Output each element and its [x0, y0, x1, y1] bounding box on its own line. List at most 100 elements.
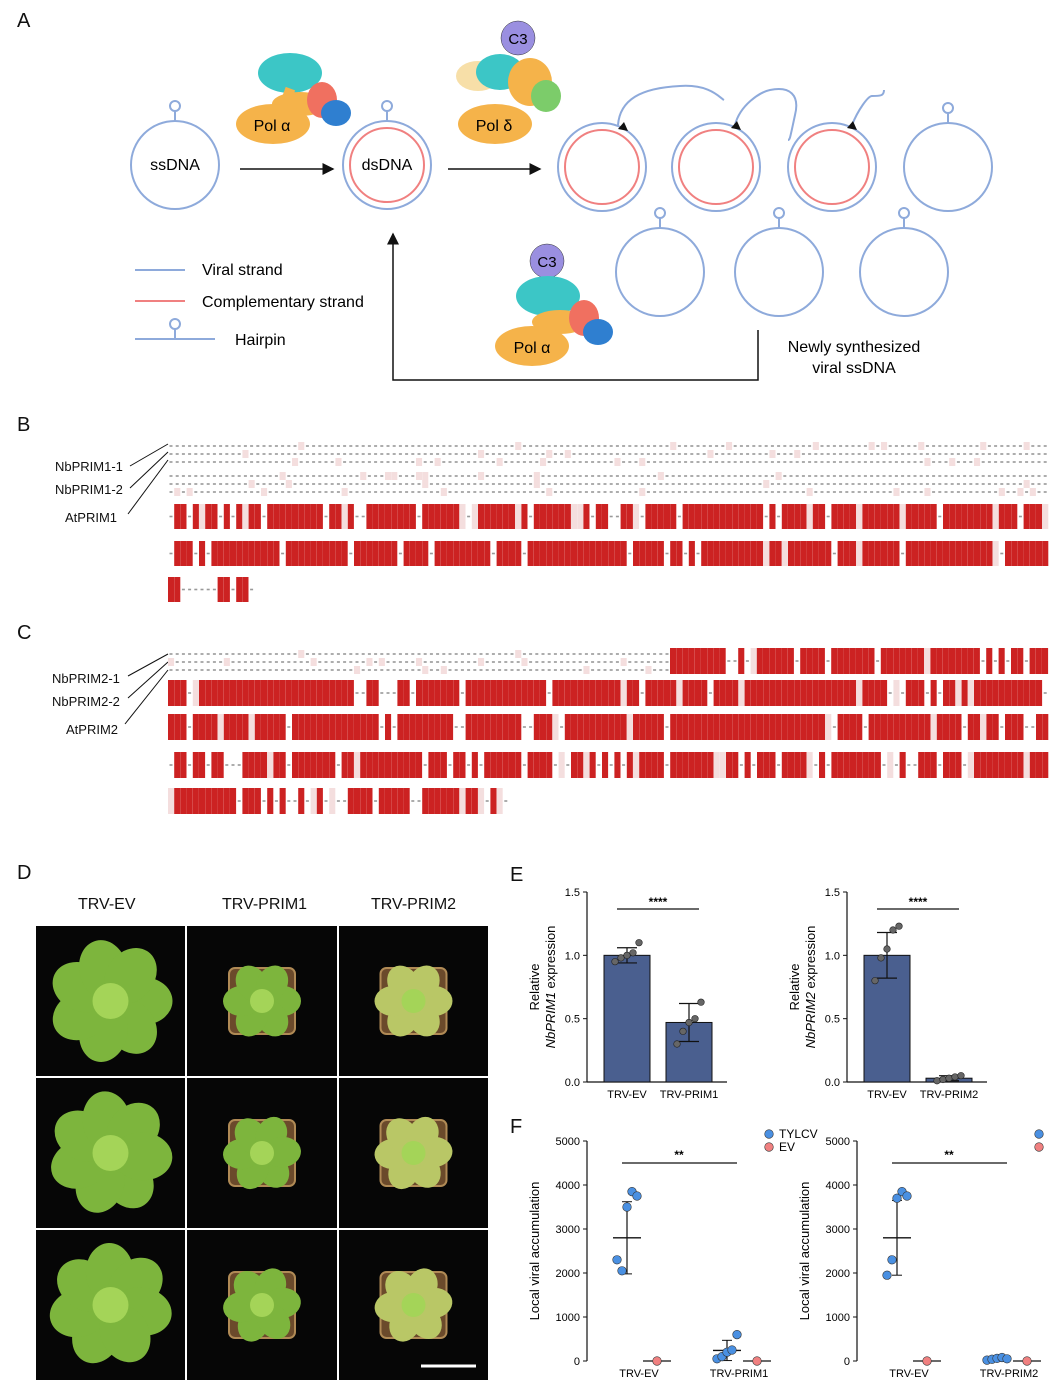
panel-label-f: F [510, 1116, 523, 1138]
panel-label-d: D [17, 862, 32, 884]
y-axis-label: Local viral accumulation [797, 1182, 812, 1321]
legend-hairpin: Hairpin [235, 332, 286, 349]
data-point [727, 1345, 737, 1355]
data-point [623, 951, 631, 959]
seq-name-c-1: NbPRIM2-1 [52, 671, 120, 686]
return-arrow [387, 232, 759, 381]
panel-label-e: E [510, 864, 524, 886]
category-label: TRV-PRIM1 [660, 1089, 718, 1101]
significance-label: **** [909, 895, 928, 909]
y-axis-label: Relative [787, 964, 802, 1011]
data-point [697, 998, 705, 1006]
category-label: TRV-PRIM2 [920, 1089, 978, 1101]
panel-label-b: B [17, 414, 31, 436]
legend-viral: Viral strand [202, 262, 283, 279]
panel-label-c: C [17, 622, 32, 644]
data-point [902, 1191, 912, 1201]
ytick-label: 5000 [826, 1136, 850, 1148]
ytick-label: 1.5 [825, 887, 840, 899]
data-point [622, 1202, 632, 1212]
c3-label-2: C3 [537, 254, 556, 271]
seq-name-c-2: NbPRIM2-2 [52, 694, 120, 709]
data-point [691, 1015, 699, 1023]
col-label-prim1: TRV-PRIM1 [222, 896, 308, 913]
seq-name-b-3: AtPRIM1 [65, 510, 118, 525]
bar [603, 954, 651, 1083]
ytick-label: 5000 [556, 1136, 580, 1148]
ytick-label: 2000 [556, 1268, 580, 1280]
ytick-label: 3000 [556, 1224, 580, 1236]
ytick-label: 0 [844, 1356, 850, 1368]
legend-marker [764, 1142, 774, 1152]
legend-label: EV [779, 1140, 795, 1154]
pol-delta-label: Pol δ [476, 118, 513, 135]
legend-complementary: Complementary strand [202, 294, 364, 311]
data-point [951, 1073, 959, 1081]
schematic-legend: Viral strand Complementary strand Hairpi… [135, 262, 364, 349]
ytick-label: 4000 [556, 1180, 580, 1192]
ytick-label: 1000 [826, 1312, 850, 1324]
pol-alpha-label-2: Pol α [514, 340, 551, 357]
panel-label-a: A [17, 10, 31, 32]
data-point [883, 945, 891, 953]
data-point [892, 1193, 902, 1203]
alignment-prim1 [127, 442, 1049, 602]
ssdna-circle: ssDNA [130, 100, 220, 210]
data-point [1022, 1356, 1032, 1366]
significance-label: **** [649, 895, 668, 909]
c3-label-1: C3 [508, 31, 527, 48]
category-label: TRV-EV [889, 1368, 929, 1380]
data-point [629, 949, 637, 957]
ytick-label: 1.0 [825, 950, 840, 962]
significance-label: ** [674, 1148, 684, 1162]
significance-label: ** [944, 1148, 954, 1162]
replication-schematic: ssDNA Pol α dsDNA C3 Pol δ [130, 20, 993, 381]
plant-photo-grid [36, 926, 488, 1382]
newly-line-2: viral ssDNA [812, 360, 896, 377]
y-axis-label-2: NbPRIM2 expression [803, 926, 818, 1049]
legend-label: TYLCV [779, 1127, 818, 1141]
seq-name-b-2: NbPRIM1-2 [55, 482, 123, 497]
seq-name-c-3: AtPRIM2 [66, 722, 119, 737]
data-point [632, 1191, 642, 1201]
seq-name-b-1: NbPRIM1-1 [55, 459, 123, 474]
data-point [652, 1356, 662, 1366]
data-point [945, 1074, 953, 1082]
ytick-label: 0.5 [565, 1014, 580, 1026]
newly-line-1: Newly synthesized [788, 339, 921, 356]
y-axis-label-2: NbPRIM1 expression [543, 926, 558, 1049]
data-point [1002, 1354, 1012, 1364]
data-point [635, 939, 643, 947]
ytick-label: 1.5 [565, 887, 580, 899]
category-label: TRV-PRIM1 [710, 1368, 768, 1380]
data-point [889, 926, 897, 934]
ytick-label: 1.0 [565, 950, 580, 962]
ytick-label: 4000 [826, 1180, 850, 1192]
pol-alpha-complex-2: C3 Pol α [495, 243, 613, 366]
ytick-label: 0.0 [825, 1077, 840, 1089]
data-point [939, 1075, 947, 1084]
ytick-label: 0.0 [565, 1077, 580, 1089]
alignment-prim2 [124, 648, 1049, 814]
legend-marker [1034, 1129, 1044, 1139]
ytick-label: 1000 [556, 1312, 580, 1324]
data-point [752, 1356, 762, 1366]
ytick-label: 0 [574, 1356, 580, 1368]
category-label: TRV-EV [619, 1368, 659, 1380]
data-point [957, 1072, 965, 1080]
pol-delta-complex: C3 Pol δ [456, 20, 561, 144]
category-label: TRV-EV [607, 1089, 647, 1101]
pol-alpha-label: Pol α [254, 118, 291, 135]
col-label-ev: TRV-EV [78, 896, 136, 913]
pol-alpha-complex-1: Pol α [236, 53, 351, 144]
data-point [679, 1027, 687, 1035]
ytick-label: 2000 [826, 1268, 850, 1280]
ssdna-label: ssDNA [150, 157, 200, 174]
data-point [871, 977, 879, 985]
data-point [887, 1255, 897, 1265]
data-point [882, 1270, 892, 1280]
data-point [877, 954, 885, 962]
data-point [922, 1356, 932, 1366]
